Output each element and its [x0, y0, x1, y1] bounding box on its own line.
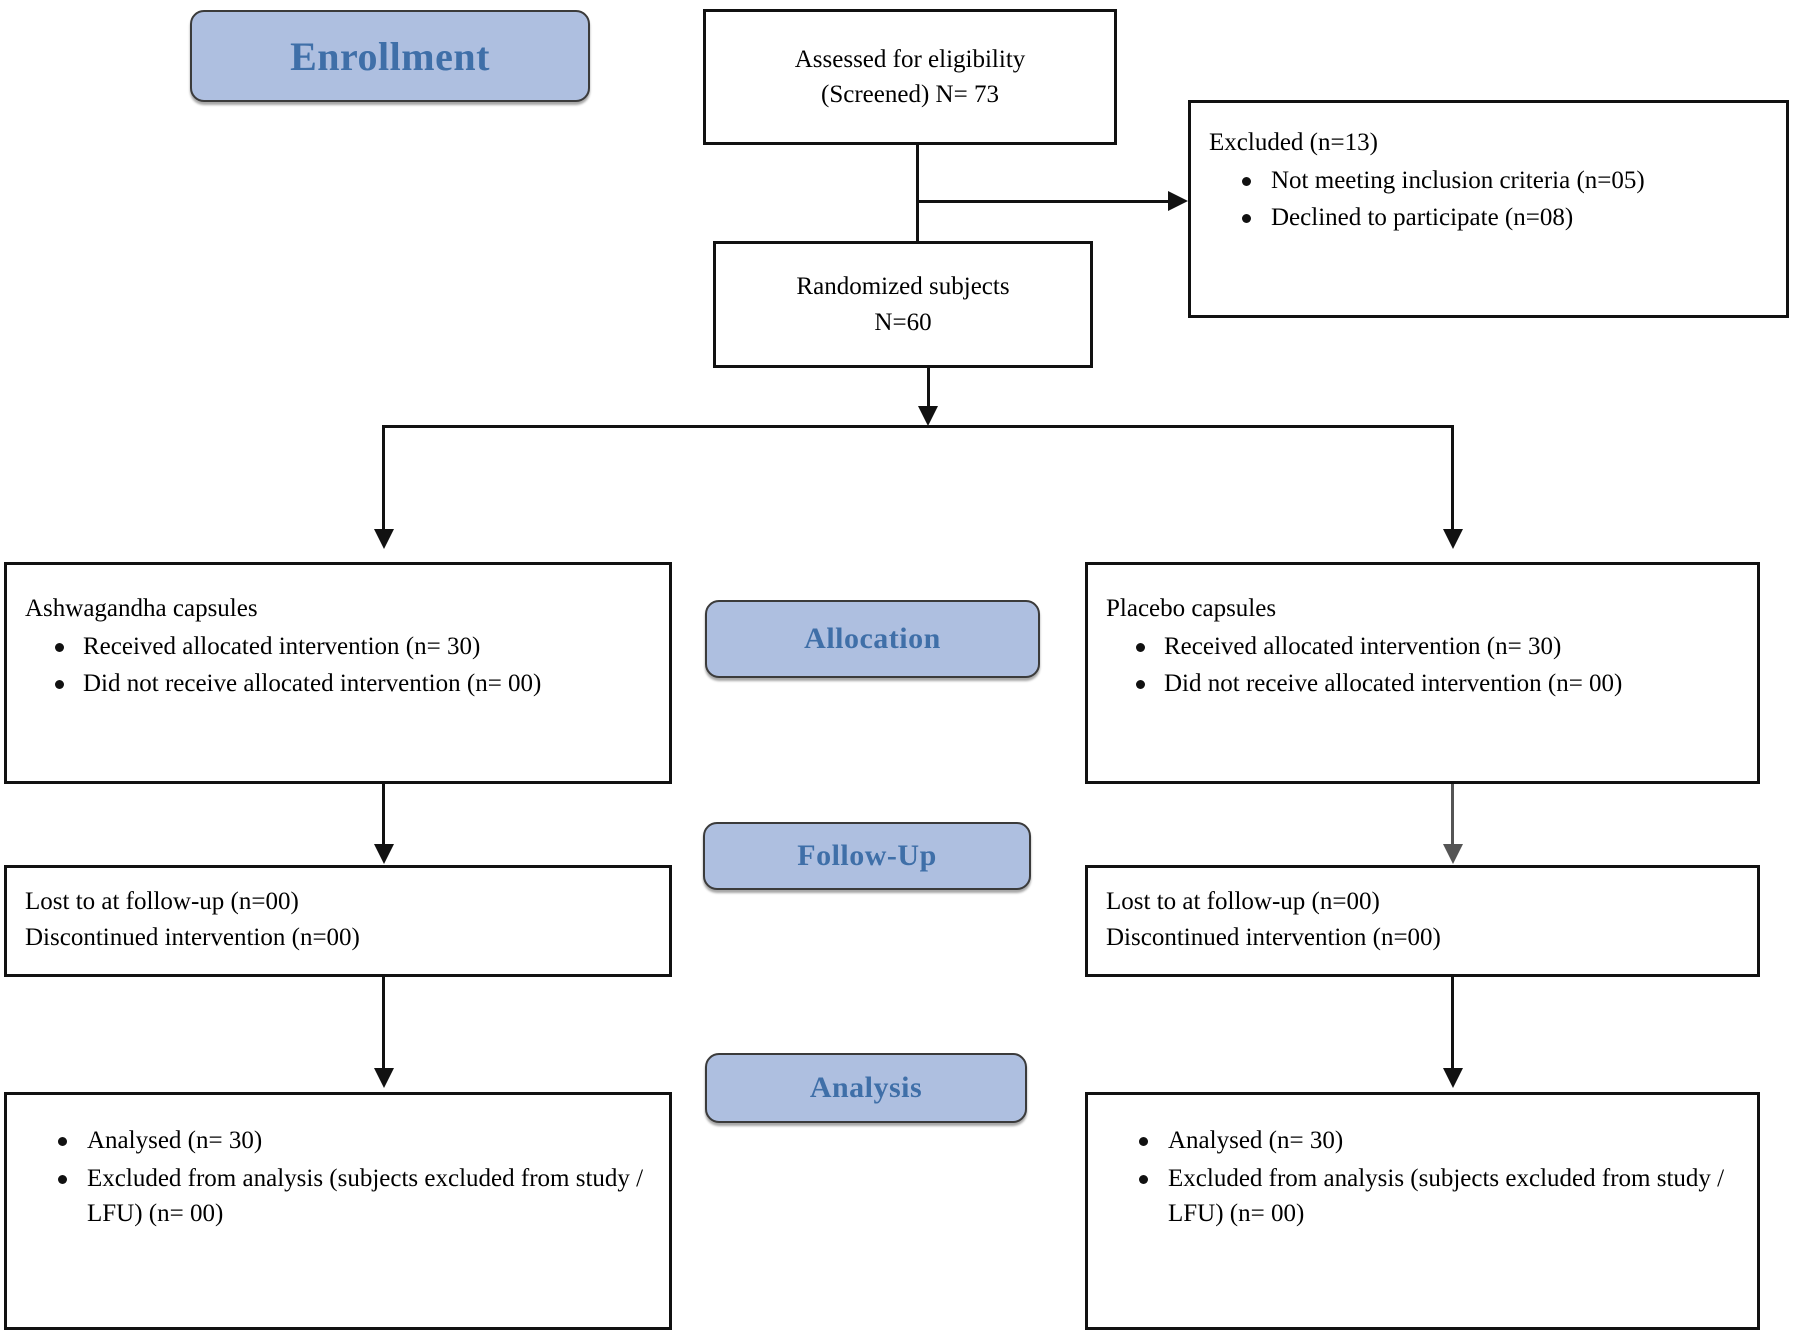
connector-followup-left-to-analysis [382, 977, 385, 1070]
connector-split-left-leg [382, 425, 385, 531]
node-allocation-left-bullets: Received allocated intervention (n= 30) … [25, 629, 651, 702]
arrow-analysis-right [1443, 1068, 1463, 1088]
bullet-item: Did not receive allocated intervention (… [25, 666, 651, 702]
connector-screened-to-excluded [916, 200, 1168, 203]
connector-randomized-stem [927, 368, 930, 408]
stage-badge-analysis: Analysis [705, 1053, 1027, 1123]
node-allocation-right-bullets: Received allocated intervention (n= 30) … [1106, 629, 1739, 702]
arrow-randomized-split [918, 406, 938, 426]
bullet-item: Excluded from analysis (subjects exclude… [25, 1161, 651, 1232]
arrow-analysis-left [374, 1068, 394, 1088]
bullet-item: Analysed (n= 30) [1106, 1123, 1739, 1159]
bullet-item: Analysed (n= 30) [25, 1123, 651, 1159]
stage-badge-allocation-label: Allocation [804, 622, 941, 655]
node-followup-left-line1: Lost to at follow-up (n=00) [25, 888, 299, 915]
node-followup-left: Lost to at follow-up (n=00) Discontinued… [4, 865, 672, 977]
node-analysis-left: Analysed (n= 30) Excluded from analysis … [4, 1092, 672, 1330]
node-analysis-right-bullets: Analysed (n= 30) Excluded from analysis … [1106, 1123, 1739, 1232]
stage-badge-allocation: Allocation [705, 600, 1040, 678]
node-randomized-line1: Randomized subjects [796, 273, 1010, 300]
stage-badge-followup-label: Follow-Up [797, 839, 937, 872]
node-followup-right: Lost to at follow-up (n=00) Discontinued… [1085, 865, 1760, 977]
node-excluded-bullets: Not meeting inclusion criteria (n=05) De… [1209, 163, 1768, 236]
stage-badge-followup: Follow-Up [703, 822, 1031, 890]
node-allocation-left-heading: Ashwagandha capsules [25, 595, 258, 622]
arrow-to-allocation-right [1443, 529, 1463, 549]
bullet-item: Received allocated intervention (n= 30) [25, 629, 651, 665]
connector-split-bar [382, 425, 1454, 428]
connector-screened-stem [916, 145, 919, 241]
stage-badge-enrollment: Enrollment [190, 10, 590, 102]
node-analysis-right: Analysed (n= 30) Excluded from analysis … [1085, 1092, 1760, 1330]
bullet-item: Not meeting inclusion criteria (n=05) [1209, 163, 1768, 199]
node-randomized-line2: N=60 [874, 308, 932, 336]
stage-badge-enrollment-label: Enrollment [290, 33, 490, 79]
bullet-item: Did not receive allocated intervention (… [1106, 666, 1739, 702]
node-followup-right-line1: Lost to at follow-up (n=00) [1106, 888, 1380, 915]
bullet-item: Received allocated intervention (n= 30) [1106, 629, 1739, 665]
arrow-followup-left [374, 844, 394, 864]
bullet-item: Excluded from analysis (subjects exclude… [1106, 1161, 1739, 1232]
node-excluded-heading: Excluded (n=13) [1209, 129, 1378, 156]
node-screened-line2: (Screened) N= 73 [821, 81, 999, 108]
node-allocation-right-heading: Placebo capsules [1106, 595, 1277, 622]
node-followup-right-line2: Discontinued intervention (n=00) [1106, 923, 1441, 951]
node-analysis-left-bullets: Analysed (n= 30) Excluded from analysis … [25, 1123, 651, 1232]
node-screened-line1: Assessed for eligibility [794, 45, 1026, 73]
node-randomized: Randomized subjects N=60 [713, 241, 1093, 368]
connector-alloc-left-to-followup [382, 784, 385, 846]
arrow-to-excluded [1168, 191, 1188, 211]
node-excluded: Excluded (n=13) Not meeting inclusion cr… [1188, 100, 1789, 318]
connector-split-right-leg [1451, 425, 1454, 531]
arrow-to-allocation-left [374, 529, 394, 549]
node-followup-left-line2: Discontinued intervention (n=00) [25, 923, 360, 951]
node-allocation-right: Placebo capsules Received allocated inte… [1085, 562, 1760, 784]
connector-followup-right-to-analysis [1451, 977, 1454, 1070]
arrow-followup-right [1443, 844, 1463, 864]
node-screened: Assessed for eligibility (Screened) N= 7… [703, 9, 1117, 145]
bullet-item: Declined to participate (n=08) [1209, 200, 1768, 236]
connector-alloc-right-to-followup [1451, 784, 1454, 846]
stage-badge-analysis-label: Analysis [809, 1071, 923, 1104]
node-allocation-left: Ashwagandha capsules Received allocated … [4, 562, 672, 784]
